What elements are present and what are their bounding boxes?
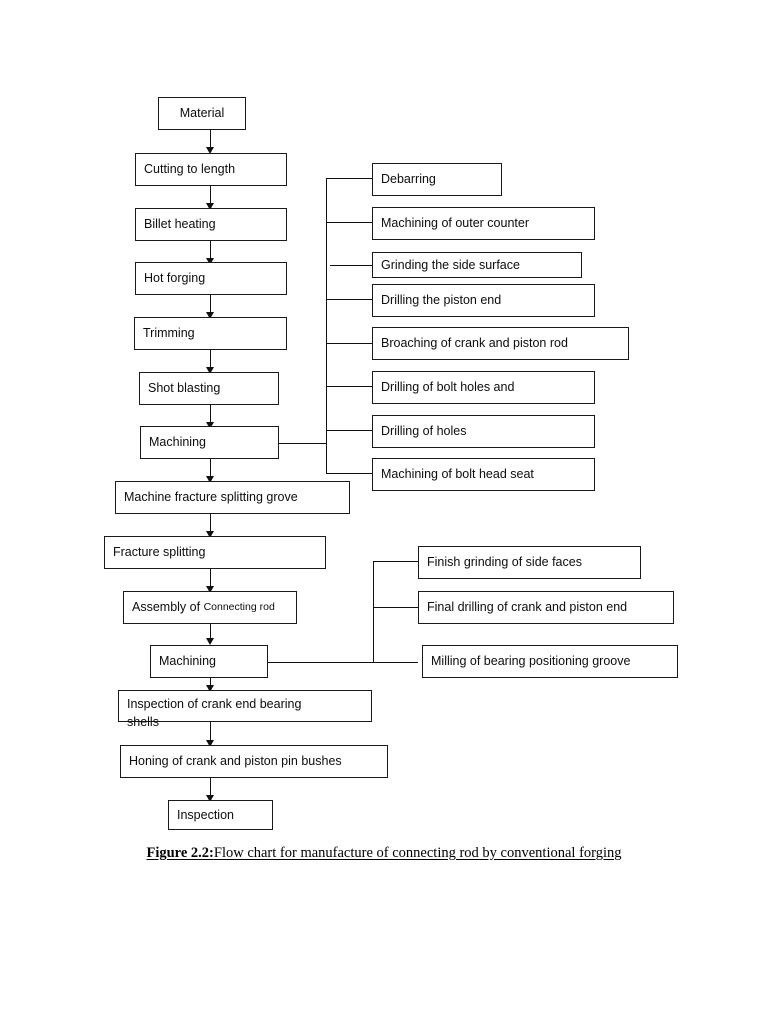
node-material-label: Material [179, 106, 225, 120]
stub-broaching-crank-piston-rod [326, 343, 372, 344]
connector-assembly-to-machining2 [210, 624, 211, 641]
arrowhead-trimming [206, 312, 214, 319]
node-billet-heating-label: Billet heating [144, 217, 216, 231]
node-hot-forging[interactable]: Hot forging [135, 262, 287, 295]
arrowhead-hot-forging [206, 258, 214, 265]
node-shot-blasting-label: Shot blasting [148, 381, 221, 395]
node-assembly-label-main: Assembly of [132, 600, 201, 614]
node-machining-bolt-head-seat-label: Machining of bolt head seat [381, 467, 534, 481]
node-honing-label: Honing of crank and piston pin bushes [129, 754, 342, 768]
node-inspection-bearing-line1: Inspection of crank end bearing [127, 697, 302, 711]
node-drilling-of-bolt-holes-and[interactable]: Drilling of bolt holes and [372, 371, 595, 404]
node-drilling-piston-end-label: Drilling the piston end [381, 293, 502, 307]
arrowhead-inspection-final [206, 795, 214, 802]
stub-machining-bolt-head-seat [326, 473, 372, 474]
stub-final-drilling-crank-piston-end [373, 607, 418, 608]
node-trimming[interactable]: Trimming [134, 317, 287, 350]
arrowhead-machining-2 [206, 638, 214, 645]
arrowhead-assembly [206, 586, 214, 593]
node-grinding-the-side-surface[interactable]: Grinding the side surface [372, 252, 582, 278]
connector-billet-to-forging [210, 241, 211, 261]
node-fracture-splitting[interactable]: Fracture splitting [104, 536, 326, 569]
node-material[interactable]: Material [158, 97, 246, 130]
node-fracture-splitting-label: Fracture splitting [113, 545, 206, 559]
arrowhead-honing [206, 740, 214, 747]
node-inspection-final-label: Inspection [177, 807, 234, 822]
connector-shot-blasting-to-machining [210, 405, 211, 425]
node-machining-outer-counter-label: Machining of outer counter [381, 216, 530, 230]
node-cutting-to-length-label: Cutting to length [144, 162, 236, 176]
arrowhead-machining-1 [206, 422, 214, 429]
connector-honing-to-inspection [210, 778, 211, 798]
node-machine-fracture-splitting-grove-label: Machine fracture splitting grove [124, 490, 298, 504]
node-billet-heating[interactable]: Billet heating [135, 208, 287, 241]
node-broaching-label: Broaching of crank and piston rod [381, 336, 568, 350]
node-inspection-final[interactable]: Inspection [168, 800, 273, 830]
node-milling-of-bearing-positioning-groove[interactable]: Milling of bearing positioning groove [422, 645, 678, 678]
node-trimming-label: Trimming [143, 326, 195, 340]
stub-finish-grinding-side-faces [373, 561, 418, 562]
node-honing-crank-piston-pin-bushes[interactable]: Honing of crank and piston pin bushes [120, 745, 388, 778]
connector-machining1-feeder [279, 443, 327, 444]
node-debarring-label: Debarring [381, 172, 436, 186]
arrowhead-inspection-bearing-shells [206, 685, 214, 692]
connector-machining2-to-inspection-bearing [210, 678, 211, 689]
node-drilling-bolt-holes-label: Drilling of bolt holes and [381, 380, 515, 394]
figure-caption-label: Figure 2.2: [146, 845, 214, 861]
node-machining-of-outer-counter[interactable]: Machining of outer counter [372, 207, 595, 240]
connector-material-to-cutting [210, 130, 211, 150]
arrowhead-shot-blasting [206, 367, 214, 374]
stub-grinding-side-surface [330, 265, 372, 266]
figure-caption: Figure 2.2:Flow chart for manufacture of… [0, 845, 768, 862]
node-machine-fracture-splitting-grove[interactable]: Machine fracture splitting grove [115, 481, 350, 514]
connector-grove-to-fracture-splitting [210, 514, 211, 534]
node-final-drilling-label: Final drilling of crank and piston end [427, 600, 628, 614]
node-shot-blasting[interactable]: Shot blasting [139, 372, 279, 405]
node-final-drilling-of-crank-and-piston-end[interactable]: Final drilling of crank and piston end [418, 591, 674, 624]
stub-drilling-bolt-holes [326, 386, 372, 387]
arrowhead-machine-fracture-splitting-grove [206, 476, 214, 483]
node-debarring[interactable]: Debarring [372, 163, 502, 196]
branch-trunk-upper [326, 178, 327, 474]
stub-drilling-piston-end [326, 299, 372, 300]
node-finish-grinding-of-side-faces[interactable]: Finish grinding of side faces [418, 546, 641, 579]
node-machining-2-label: Machining [159, 654, 216, 668]
node-assembly-connecting-rod[interactable]: Assembly of Connecting rod [123, 591, 297, 624]
connector-inspection-bearing-to-honing [210, 722, 211, 743]
node-broaching-of-crank-and-piston-rod[interactable]: Broaching of crank and piston rod [372, 327, 629, 360]
stub-debarring [326, 178, 372, 179]
node-machining-of-bolt-head-seat[interactable]: Machining of bolt head seat [372, 458, 595, 491]
connector-cutting-to-billet [210, 186, 211, 206]
stub-drilling-holes [326, 430, 372, 431]
branch-trunk-lower [373, 561, 374, 662]
node-drilling-holes-label: Drilling of holes [381, 424, 467, 438]
node-milling-label: Milling of bearing positioning groove [431, 654, 631, 668]
stub-milling-bearing-positioning-groove [373, 662, 418, 663]
connector-trimming-to-shot-blasting [210, 350, 211, 370]
node-inspection-bearing-line2: shells [127, 715, 159, 729]
arrowhead-fracture-splitting [206, 531, 214, 538]
node-grinding-side-surface-label: Grinding the side surface [381, 257, 520, 272]
stub-machining-outer-counter [326, 222, 372, 223]
node-machining-1-label: Machining [149, 435, 206, 449]
arrowhead-cutting [206, 147, 214, 154]
node-machining-1[interactable]: Machining [140, 426, 279, 459]
node-cutting-to-length[interactable]: Cutting to length [135, 153, 287, 186]
connector-machining1-to-grove [210, 459, 211, 479]
node-drilling-the-piston-end[interactable]: Drilling the piston end [372, 284, 595, 317]
node-machining-2[interactable]: Machining [150, 645, 268, 678]
figure-caption-text: Flow chart for manufacture of connecting… [213, 845, 622, 861]
node-finish-grinding-label: Finish grinding of side faces [427, 555, 582, 569]
node-assembly-label-sub: Connecting rod [203, 601, 275, 613]
arrowhead-billet-heating [206, 203, 214, 210]
node-drilling-of-holes[interactable]: Drilling of holes [372, 415, 595, 448]
node-hot-forging-label: Hot forging [144, 271, 206, 285]
connector-machining2-feeder [268, 662, 418, 663]
connector-fracture-splitting-to-assembly [210, 569, 211, 589]
connector-forging-to-trimming [210, 295, 211, 315]
node-inspection-crank-end-bearing-shells[interactable]: Inspection of crank end bearing shells [118, 690, 372, 729]
